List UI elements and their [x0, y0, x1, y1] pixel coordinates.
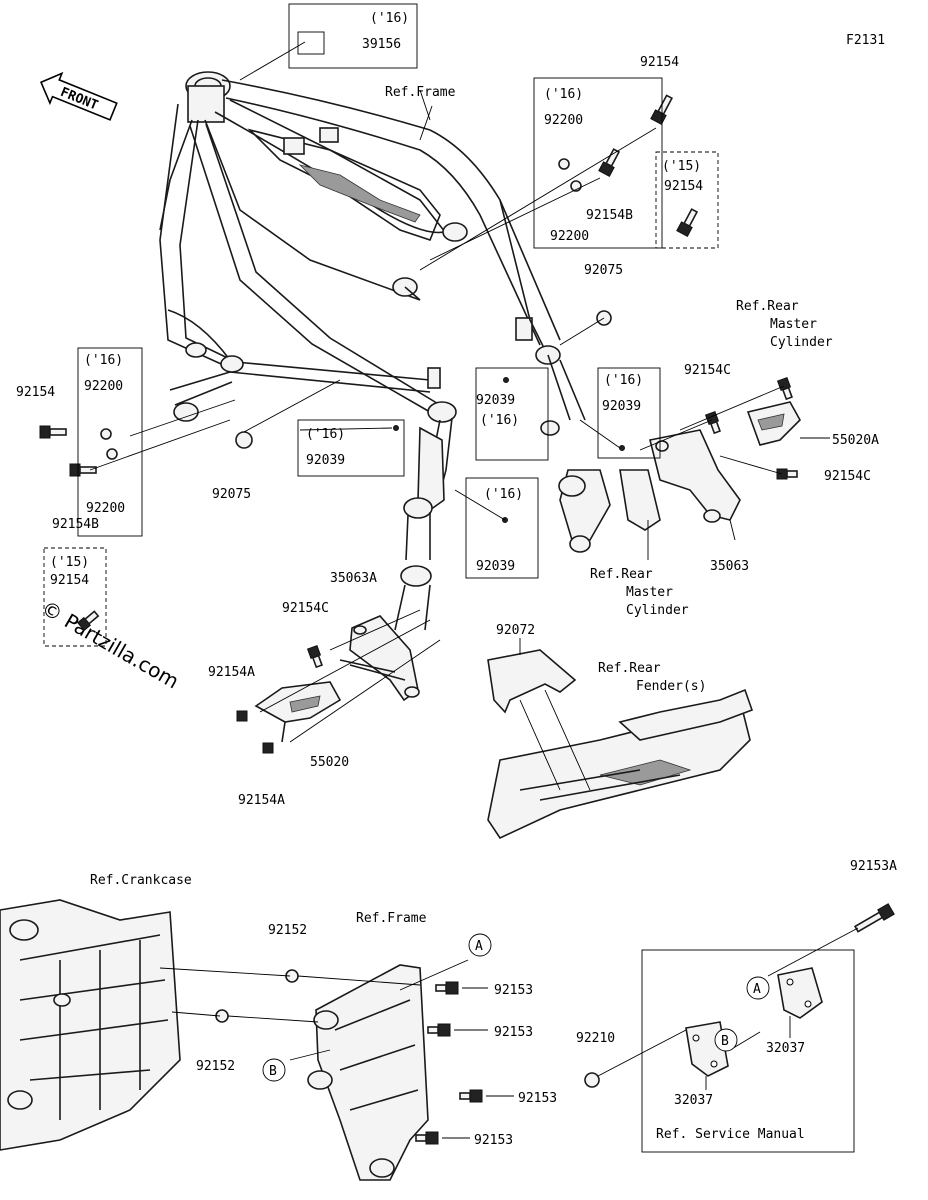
box-92039-b: [465, 477, 539, 579]
label-92075-upper: 92075: [584, 263, 623, 278]
label-39156: 39156: [362, 37, 401, 52]
year-tag: ('16): [480, 413, 519, 428]
plate-32037-a: [777, 967, 823, 1019]
label-92154a-upper: 92154A: [208, 665, 255, 680]
label-55020: 55020: [310, 755, 349, 770]
label-32037-a: 32037: [766, 1041, 805, 1056]
label-92154b-upper: 92154B: [586, 208, 633, 223]
ref-rear-master-lower-2: Master: [626, 585, 673, 600]
rear-fender-drawing: [487, 649, 754, 840]
label-92154-15-upper: 92154: [664, 179, 703, 194]
label-92154-left: 92154: [16, 385, 55, 400]
ref-crankcase: Ref.Crankcase: [90, 873, 192, 888]
year-tag: ('16): [604, 373, 643, 388]
label-92200-upper-a: 92200: [544, 113, 583, 128]
box-92200-left: [77, 347, 143, 537]
leader-lines: [89, 41, 859, 1139]
label-92153-c: 92153: [518, 1091, 557, 1106]
label-92153-b: 92153: [494, 1025, 533, 1040]
box-15-left: [43, 547, 107, 647]
box-92200-upper: [533, 77, 663, 249]
label-92154a-lower: 92154A: [238, 793, 285, 808]
crankcase-drawing: [0, 899, 181, 1151]
marker-a-2: A: [753, 982, 761, 997]
box-39156: [288, 3, 418, 69]
watermark: © Partzilla.com: [38, 596, 184, 694]
label-92200-upper-b: 92200: [550, 229, 589, 244]
box-92039-d: [597, 367, 661, 459]
ref-rear-master-3: Cylinder: [770, 335, 833, 350]
engine-mount-bracket: [307, 964, 429, 1181]
label-92154c-upper: 92154C: [684, 363, 731, 378]
ref-frame-upper: Ref.Frame: [385, 85, 456, 100]
year-tag: ('16): [484, 487, 523, 502]
label-35063: 35063: [710, 559, 749, 574]
ref-rear-master-2: Master: [770, 317, 817, 332]
year-tag: ('15): [662, 159, 701, 174]
right-footpeg-bracket: [558, 401, 801, 553]
decal-shape: [297, 31, 325, 55]
marker-a-1: A: [475, 939, 483, 954]
label-92072: 92072: [496, 623, 535, 638]
main-frame-drawing: [159, 71, 586, 436]
diagram-id: F2131: [846, 33, 885, 48]
label-92154-upper: 92154: [640, 55, 679, 70]
year-tag: ('16): [370, 11, 409, 26]
label-92154c-right: 92154C: [824, 469, 871, 484]
label-92200-left-b: 92200: [86, 501, 125, 516]
fasteners: [39, 94, 895, 1145]
ref-rear-master-1: Ref.Rear: [736, 299, 799, 314]
box-service-manual: [641, 949, 855, 1153]
label-92039-c: 92039: [476, 393, 515, 408]
label-92039-a: 92039: [306, 453, 345, 468]
label-32037-b: 32037: [674, 1093, 713, 1108]
year-tag: ('16): [84, 353, 123, 368]
label-55020a: 55020A: [832, 433, 879, 448]
heel-guard-55020: [254, 681, 342, 743]
box-92039-c: [475, 367, 549, 461]
callout-boxes: [43, 3, 855, 1153]
label-92153-a: 92153: [494, 983, 533, 998]
ref-rear-master-lower-1: Ref.Rear: [590, 567, 653, 582]
label-92154-15-left: 92154: [50, 573, 89, 588]
year-tag: ('16): [306, 427, 345, 442]
marker-b-2: B: [721, 1034, 729, 1049]
label-92152-upper: 92152: [268, 923, 307, 938]
label-92153a: 92153A: [850, 859, 897, 874]
ref-rear-master-lower-3: Cylinder: [626, 603, 689, 618]
label-92154c-left: 92154C: [282, 601, 329, 616]
box-92039-a: [297, 419, 405, 477]
marker-b-1: B: [269, 1064, 277, 1079]
left-rail-drawing: [394, 417, 453, 631]
ref-frame-lower: Ref.Frame: [356, 911, 427, 926]
year-tag: ('15): [50, 555, 89, 570]
ref-rear-fender-1: Ref.Rear: [598, 661, 661, 676]
footpeg-bracket-35063a: [339, 615, 420, 702]
label-92153-d: 92153: [474, 1133, 513, 1148]
label-92154b-left: 92154B: [52, 517, 99, 532]
label-92200-left-a: 92200: [84, 379, 123, 394]
front-direction-arrow: FRONT: [40, 71, 118, 121]
part-labels: ('16) 39156 Ref.Frame 92154 ('16) 92200 …: [16, 11, 897, 1148]
label-92039-d: 92039: [602, 399, 641, 414]
markers: A B A B: [262, 933, 770, 1082]
ref-service-manual: Ref. Service Manual: [656, 1127, 805, 1142]
watermark-text: © Partzilla.com: [38, 596, 184, 694]
label-92152-lower: 92152: [196, 1059, 235, 1074]
label-92039-b: 92039: [476, 559, 515, 574]
year-tag: ('16): [544, 87, 583, 102]
ref-rear-fender-2: Fender(s): [636, 679, 706, 694]
label-35063a: 35063A: [330, 571, 377, 586]
label-92075-left: 92075: [212, 487, 251, 502]
box-15-upper: [655, 151, 719, 249]
label-92210: 92210: [576, 1031, 615, 1046]
